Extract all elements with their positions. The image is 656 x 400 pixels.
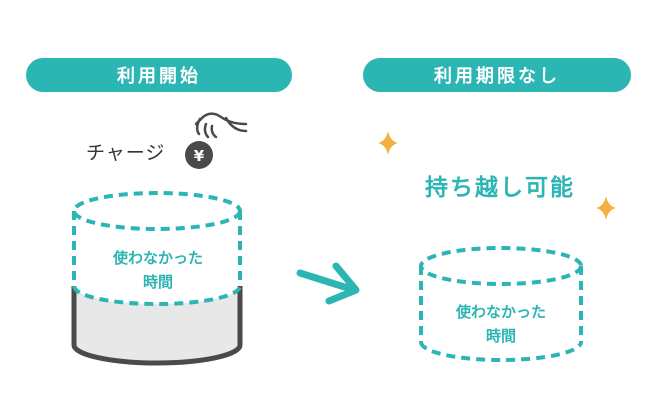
right-cylinder-top-rim — [419, 246, 583, 286]
yen-coin-icon: ¥ — [185, 141, 213, 169]
carry-over-label: 持ち越し可能 — [425, 175, 575, 201]
sparkle-icon — [378, 131, 398, 155]
no-expiry-label-text: 利用期限なし — [434, 66, 560, 87]
charge-label: チャージ — [86, 142, 166, 164]
no-expiry-label: 利用期限なし — [363, 58, 631, 92]
sparkle-icon — [596, 196, 616, 220]
left-cylinder-bottom — [71, 344, 243, 366]
right-unused-line1: 使わなかった — [455, 303, 546, 321]
right-cylinder-bottom — [419, 341, 583, 362]
hand-icon — [194, 112, 248, 139]
right-unused-line2: 時間 — [485, 327, 516, 345]
right-unused-time-text: 使わなかった 時間 — [421, 300, 581, 348]
arrow-right-icon — [296, 262, 360, 305]
left-cylinder-used-portion — [74, 286, 240, 363]
left-cylinder-top-rim — [72, 191, 242, 231]
coin-symbol: ¥ — [194, 147, 205, 165]
left-unused-time-text: 使わなかった 時間 — [80, 246, 236, 294]
left-unused-line2: 時間 — [142, 273, 173, 291]
start-label-text: 利用開始 — [117, 66, 201, 87]
left-unused-line1: 使わなかった — [112, 249, 203, 267]
right-cylinder — [419, 246, 583, 362]
left-cylinder — [71, 191, 243, 366]
start-label: 利用開始 — [26, 58, 292, 92]
